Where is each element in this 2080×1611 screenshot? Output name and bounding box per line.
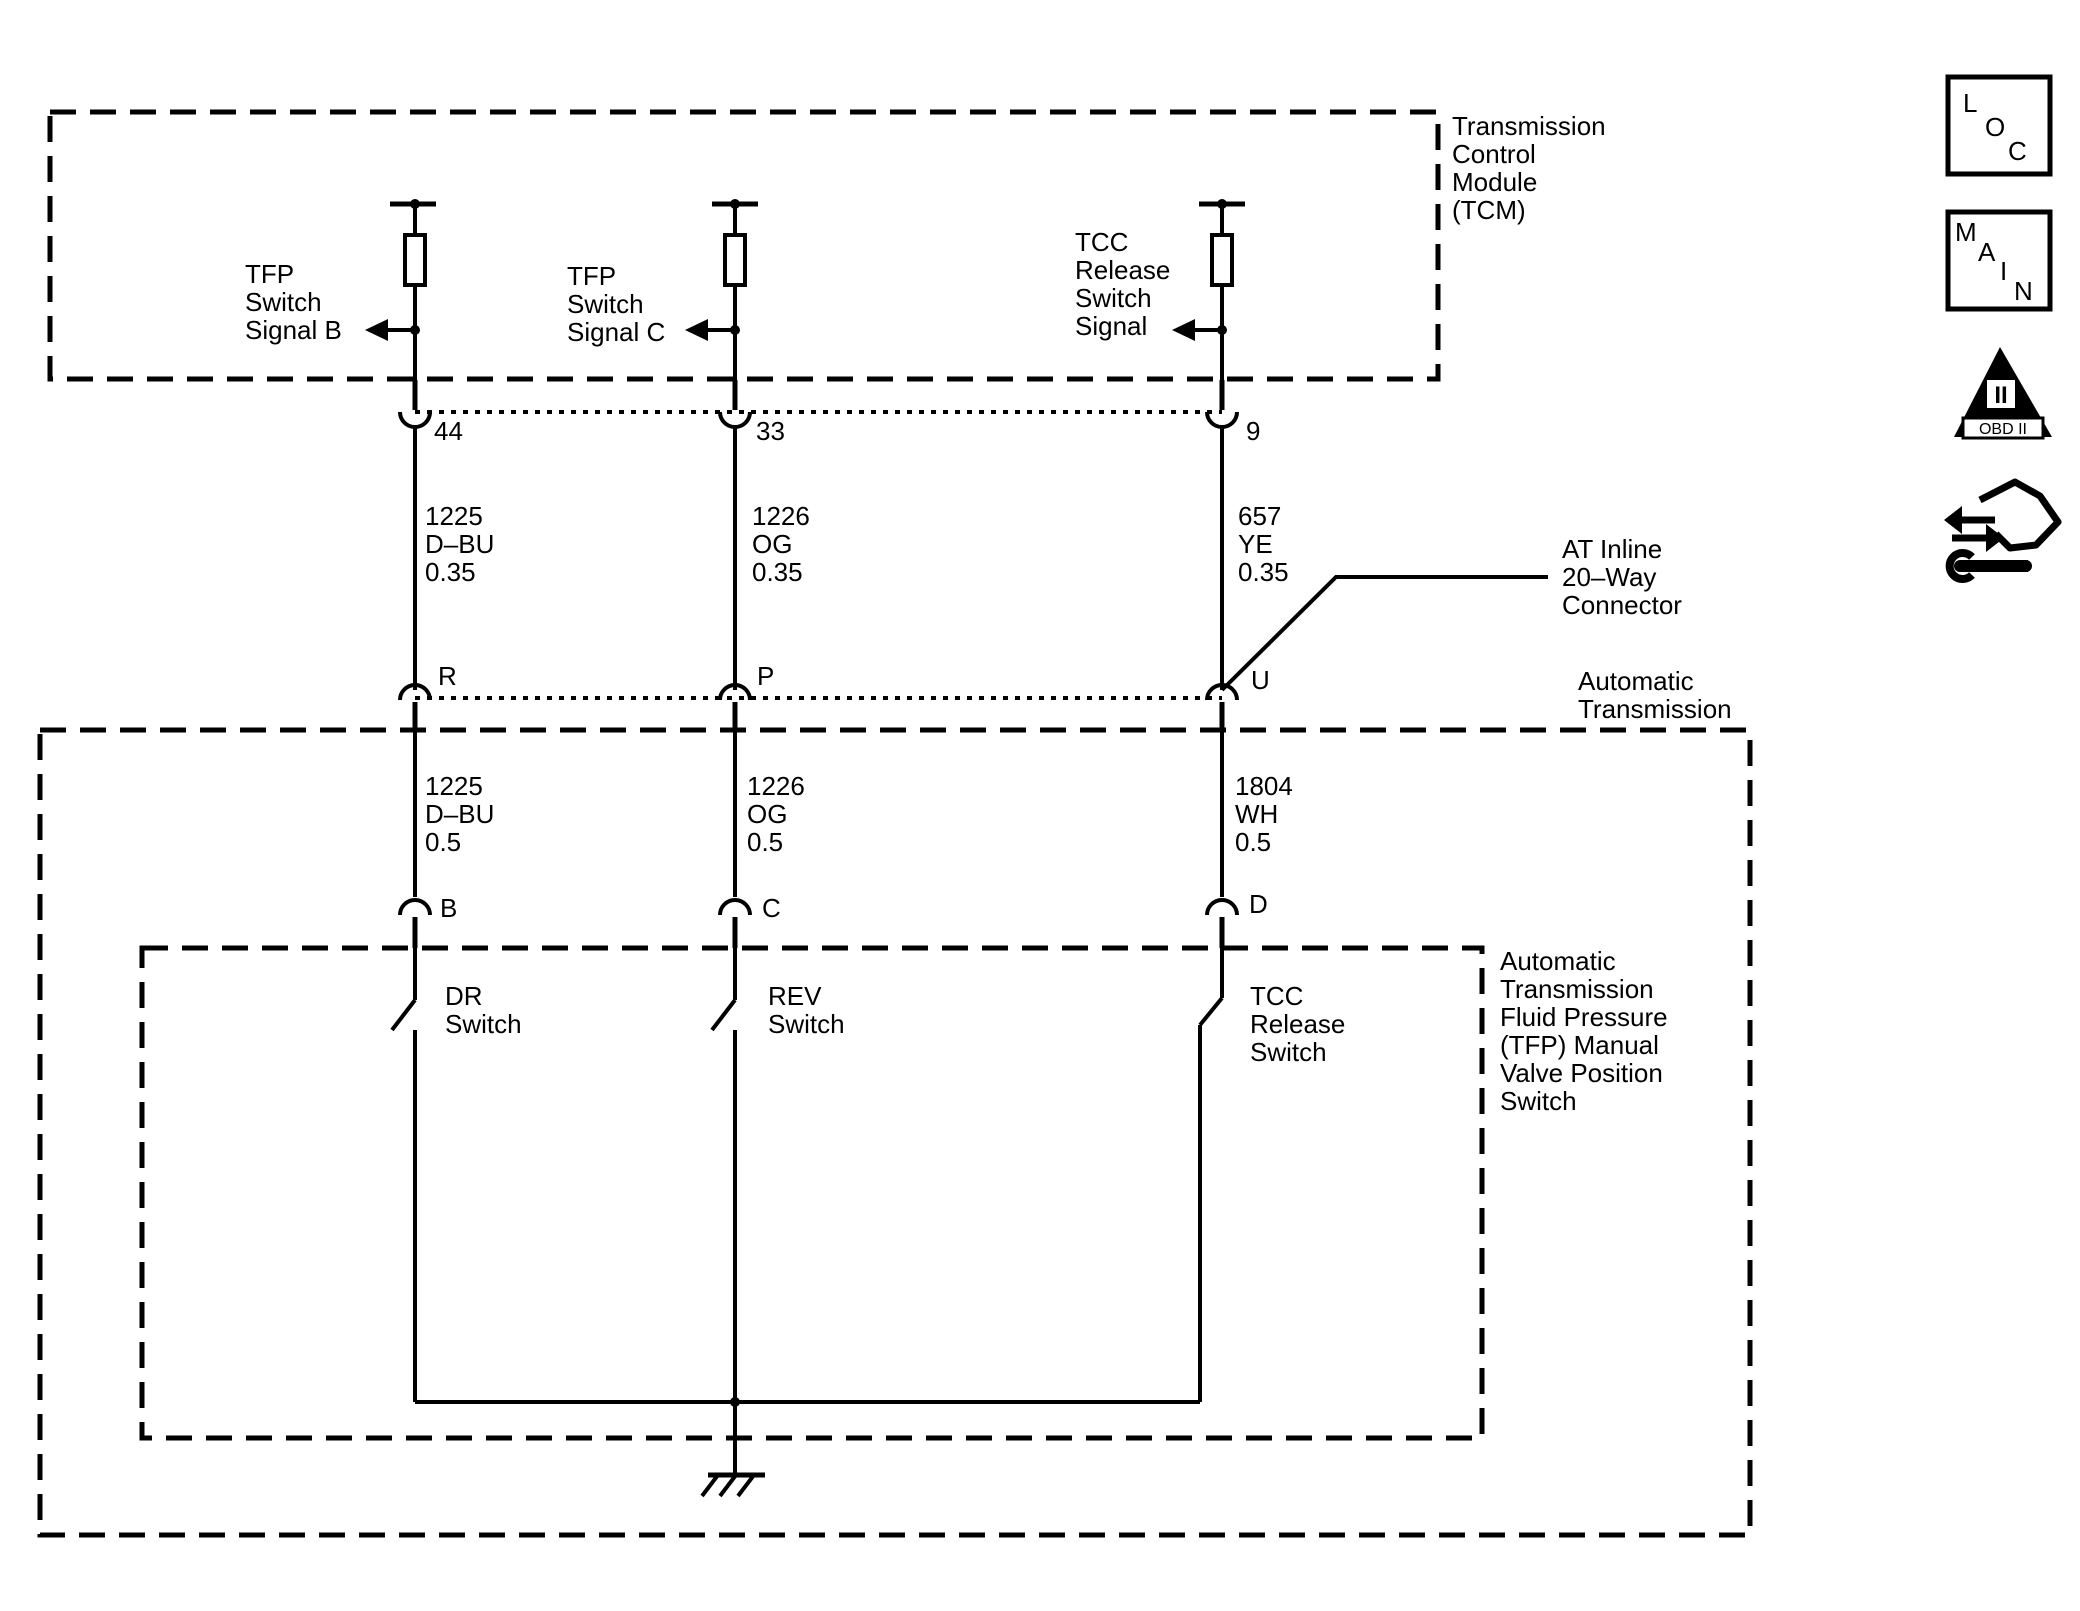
pin-label: C [762, 893, 781, 923]
main-icon [1945, 209, 2053, 312]
connector-leader-line [1220, 575, 1548, 692]
loc-letter: C [2008, 136, 2027, 166]
terminal [398, 683, 432, 701]
signal-arrow [1172, 319, 1195, 341]
inline-connector-label: AT Inline 20–Way Connector [1562, 534, 1682, 620]
pin-label: B [440, 893, 457, 923]
terminal [718, 411, 752, 429]
terminal [718, 898, 752, 916]
resistor [403, 233, 427, 287]
resistor [1210, 233, 1234, 287]
tfp-switch-label: Automatic Transmission Fluid Pressure (T… [1500, 946, 1675, 1116]
automatic-transmission-label: Automatic Transmission [1578, 666, 1732, 724]
terminal [398, 898, 432, 916]
main-button[interactable]: M A I N [1945, 209, 2053, 312]
connector-service-button[interactable] [1944, 478, 2062, 583]
circuit-tfp-signal-c: TFP Switch Signal C 33 1226 OG 0.35 P 12… [567, 199, 845, 1475]
terminal [1205, 898, 1239, 916]
signal-label: TFP Switch Signal B [245, 259, 342, 345]
loc-letter: L [1963, 88, 1977, 118]
signal-label: TCC Release Switch Signal [1075, 227, 1178, 341]
circuit-tfp-signal-b: TFP Switch Signal B 44 1225 D–BU 0.35 R … [245, 199, 522, 1402]
circuit-tcc-release-signal: TCC Release Switch Signal 9 657 YE 0.35 … [1075, 199, 1353, 1402]
terminal [398, 411, 432, 429]
pin-label: R [438, 661, 457, 691]
pin-label: 44 [434, 416, 463, 446]
signal-arrow [365, 319, 388, 341]
wire-label: 1804 WH 0.5 [1235, 771, 1300, 857]
signal-label: TFP Switch Signal C [567, 261, 665, 347]
main-letter: M [1955, 217, 1977, 247]
tcm-label: Transmission Control Module (TCM) [1452, 111, 1613, 225]
pin-label: D [1249, 889, 1268, 919]
pin-label: P [757, 661, 774, 691]
main-letter: I [2000, 256, 2007, 286]
tcm-boundary [47, 109, 1441, 382]
terminal [718, 683, 752, 701]
pin-label: 9 [1246, 416, 1260, 446]
obd-ii-label: OBD II [1979, 421, 2027, 438]
switch-label: DR Switch [445, 981, 522, 1039]
main-letter: N [2014, 276, 2033, 306]
wire-label: 1226 OG 0.35 [752, 501, 817, 587]
pin-label: 33 [756, 416, 785, 446]
wire-label: 1225 D–BU 0.5 [425, 771, 502, 857]
signal-arrow [685, 319, 708, 341]
bus-splice [730, 1397, 740, 1407]
pin-label: U [1251, 665, 1270, 695]
connector-service-icon [1944, 478, 2062, 583]
loc-button[interactable]: L O C [1945, 74, 2053, 177]
wire-label: 1226 OG 0.5 [747, 771, 812, 857]
wire-label: 657 YE 0.35 [1238, 501, 1289, 587]
terminal [1205, 411, 1239, 429]
switch-label: TCC Release Switch [1250, 981, 1353, 1067]
switch-label: REV Switch [768, 981, 845, 1039]
loc-icon [1945, 74, 2053, 177]
main-letter: A [1978, 237, 1996, 267]
resistor [723, 233, 747, 287]
switch-contact [710, 998, 737, 1032]
terminal [1205, 683, 1239, 701]
switch-contact [1198, 996, 1224, 1027]
automatic-transmission-boundary [37, 727, 1753, 1538]
wire-label: 1225 D–BU 0.35 [425, 501, 502, 587]
tfp-switch-boundary [139, 945, 1485, 1441]
ground-icon [700, 1472, 765, 1498]
loc-letter: O [1985, 112, 2005, 142]
switch-contact [390, 998, 417, 1032]
obd-ii-numeral: II [1994, 382, 2007, 409]
obd-ii-button[interactable]: OBD II II [1954, 347, 2052, 440]
